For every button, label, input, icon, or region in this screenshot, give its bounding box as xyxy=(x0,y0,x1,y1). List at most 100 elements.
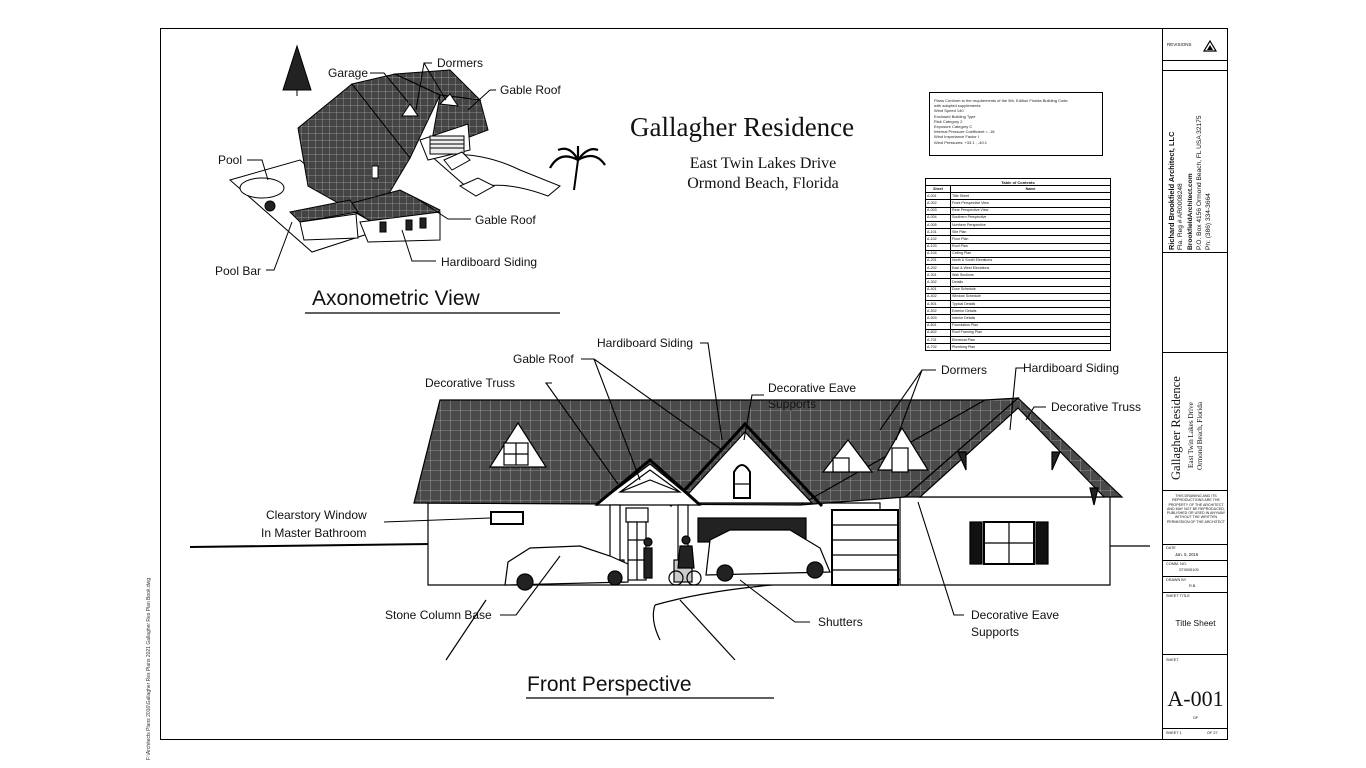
code-notes-box: Plans Conform to the requirements of the… xyxy=(929,92,1103,156)
firm-web: BrookfieldArchitect.com xyxy=(1187,173,1194,250)
sheet-count-right: OF 27 xyxy=(1207,731,1218,735)
label-pool: Pool xyxy=(218,153,243,167)
comm-label: COMM. NO. xyxy=(1166,562,1187,566)
code-note-line: Wind Speed 140 xyxy=(934,108,964,114)
toc-sheet-cell: A-602 xyxy=(925,328,951,337)
toc-sheet-cell: A-301 xyxy=(925,271,951,280)
divider xyxy=(1163,576,1228,577)
divider xyxy=(1163,654,1228,655)
toc-name-cell: Window Schedule xyxy=(950,292,1111,302)
toc-name-cell: Details xyxy=(950,278,1111,287)
toc-name-cell: Front Perspective View xyxy=(950,199,1111,208)
toc-sheet-cell: A-202 xyxy=(925,264,951,273)
title-block: REVISIONS Richard Brookfield Architect, … xyxy=(1162,28,1228,740)
code-note-line: Exposure Category C xyxy=(934,124,973,130)
sheet-of-label: OF xyxy=(1192,716,1199,720)
code-notes-lines: Plans Conform to the requirements of the… xyxy=(934,98,1098,145)
label-clearstory-1: Clearstory Window xyxy=(266,508,367,522)
toc-name-cell: Roof Framing Plan xyxy=(950,328,1111,337)
label-gable-roof-front: Gable Roof xyxy=(513,352,574,366)
axonometric-view-title: Axonometric View xyxy=(312,287,480,310)
label-clearstory-2: In Master Bathroom xyxy=(261,526,367,540)
label-garage: Garage xyxy=(328,66,369,80)
label-dormers-front: Dormers xyxy=(941,363,988,377)
toc-name-cell: Site Plan xyxy=(950,228,1111,237)
firm-address: P.O. Box 4156 Ormond Beach, FL USA 32175 xyxy=(1196,115,1203,250)
toc-header-sheet: Sheet xyxy=(925,184,951,194)
sheet-title-value: Title Sheet xyxy=(1175,618,1216,628)
divider xyxy=(1163,544,1228,545)
toc-name-cell: Door Schedule xyxy=(950,285,1111,294)
project-city: Ormond Beach, Florida xyxy=(687,175,839,192)
axonometric-drawing xyxy=(228,44,606,271)
toc-sheet-cell: A-302 xyxy=(925,278,951,287)
drawn-value: R.B. xyxy=(1189,584,1197,588)
divider xyxy=(1163,352,1228,353)
copyright-notice: THIS DRAWING AND ITS REPRODUCTIONS ARE T… xyxy=(1166,494,1226,524)
label-pool-bar: Pool Bar xyxy=(215,264,262,278)
toc-sheet-cell: A-702 xyxy=(925,343,951,352)
toc-name-cell: Interior Details xyxy=(950,314,1111,323)
sheet-title-label: SHEET TITLE xyxy=(1166,594,1190,598)
sheet-number: A-001 xyxy=(1167,686,1224,711)
firm-name: Richard Brookfield Architect, LLC xyxy=(1167,131,1176,250)
divider xyxy=(1163,490,1228,491)
toc-name-cell: Floor Plan xyxy=(950,235,1111,244)
file-path-text: F:\Architects Plans 2016\Gallagher Res P… xyxy=(146,577,152,760)
sheet-count-left: SHEET 1 xyxy=(1166,731,1182,735)
label-eave-supports-bottom-1: Decorative Eave xyxy=(971,608,1060,622)
code-note-line: Plans Conform to the requirements of the… xyxy=(934,98,1068,103)
code-note-line: Risk Category 2 xyxy=(934,118,963,124)
label-decorative-truss-right: Decorative Truss xyxy=(1051,400,1142,414)
code-note-line: Wind Pressures: +33.1 , -40.1 xyxy=(934,139,988,145)
toc-caption: Table of Contents xyxy=(925,178,1111,186)
toc-name-cell: Roof Plan xyxy=(950,242,1111,251)
sheet-label: SHEET xyxy=(1166,658,1179,662)
front-leader-lines xyxy=(383,342,1046,623)
toc-name-cell: Wall Sections xyxy=(950,271,1111,280)
tb-project-street: East Twin Lakes Drive xyxy=(1187,402,1195,468)
toc-sheet-cell: A-103 xyxy=(925,242,951,251)
toc-sheet-cell: A-701 xyxy=(925,335,951,345)
comm-value: ST0005105 xyxy=(1179,568,1199,572)
divider xyxy=(1163,70,1228,71)
label-stone-column-base: Stone Column Base xyxy=(385,608,492,622)
divider xyxy=(1163,728,1228,729)
tb-project-title: Gallagher Residence xyxy=(1169,376,1183,480)
toc-sheet-cell: A-502 xyxy=(925,307,951,316)
toc-sheet-cell: A-101 xyxy=(925,228,951,237)
toc-name-cell: North & South Elevations xyxy=(950,256,1111,266)
toc-name-cell: Electrical Plan xyxy=(950,335,1111,345)
toc-name-cell: Exterior Details xyxy=(950,307,1111,316)
project-title: Gallagher Residence xyxy=(630,112,855,142)
firm-reg: Fla. Reg # AR0008248 xyxy=(1177,183,1184,250)
toc-sheet-cell: A-001 xyxy=(925,192,951,201)
divider xyxy=(1163,560,1228,561)
toc-sheet-cell: A-402 xyxy=(925,292,951,302)
toc-name-cell: Foundation Plan xyxy=(950,321,1111,330)
label-decorative-truss-left: Decorative Truss xyxy=(425,376,516,390)
divider xyxy=(1163,252,1228,253)
date-label: DATE xyxy=(1166,546,1176,550)
label-hardiboard-front-left: Hardiboard Siding xyxy=(597,336,694,350)
toc-name-cell: Plumbing Plan xyxy=(950,343,1111,352)
label-gable-roof-axo-lower: Gable Roof xyxy=(475,213,536,227)
